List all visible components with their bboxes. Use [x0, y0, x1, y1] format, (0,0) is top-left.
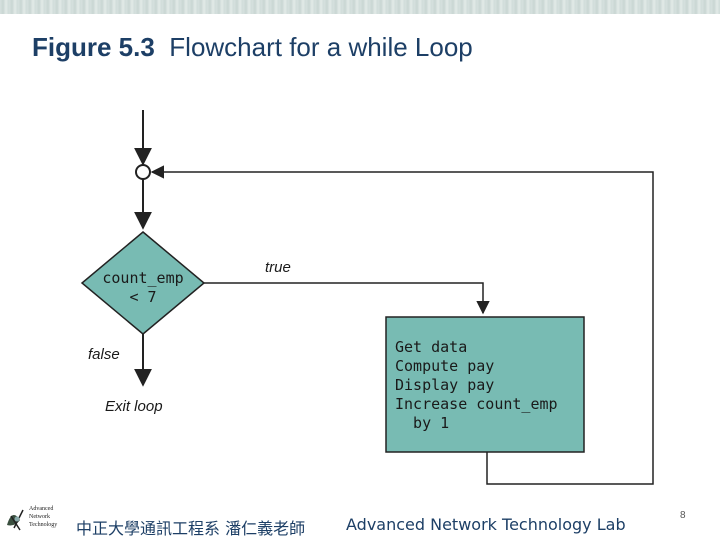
figure-caption: Flowchart for a while Loop: [169, 32, 473, 62]
junction-connector: [135, 164, 151, 180]
exit-loop-label: Exit loop: [105, 398, 163, 415]
page-number: 8: [680, 510, 686, 521]
process-line-1: Get data: [395, 338, 467, 356]
true-branch-arrow: [204, 282, 490, 315]
false-label: false: [88, 346, 120, 363]
figure-number: Figure 5.3: [32, 32, 155, 62]
process-line-5: by 1: [395, 414, 449, 432]
logo-text-line-2: Network: [29, 514, 50, 520]
logo-text-line-3: Technology: [29, 522, 57, 528]
loop-back-arrow: [150, 165, 654, 485]
logo-text-line-1: Advanced: [29, 506, 53, 512]
process-line-4: Increase count_emp: [395, 395, 558, 413]
footer-lab-name: Advanced Network Technology Lab: [346, 515, 626, 534]
footer-department-text: 中正大學通訊工程系 潘仁義老師: [76, 519, 306, 538]
logo-emblem-icon: [7, 509, 24, 531]
process-line-2: Compute pay: [395, 357, 494, 375]
process-line-3: Display pay: [395, 376, 494, 394]
condition-line-2: < 7: [129, 288, 156, 306]
lab-logo: Advanced Network Technology: [7, 506, 57, 531]
slide-title: Figure 5.3 Flowchart for a while Loop: [32, 32, 473, 63]
true-label: true: [265, 259, 291, 276]
loop-body-process-box: [385, 316, 585, 453]
condition-line-1: count_emp: [102, 269, 183, 287]
top-decorative-band: [0, 0, 720, 14]
